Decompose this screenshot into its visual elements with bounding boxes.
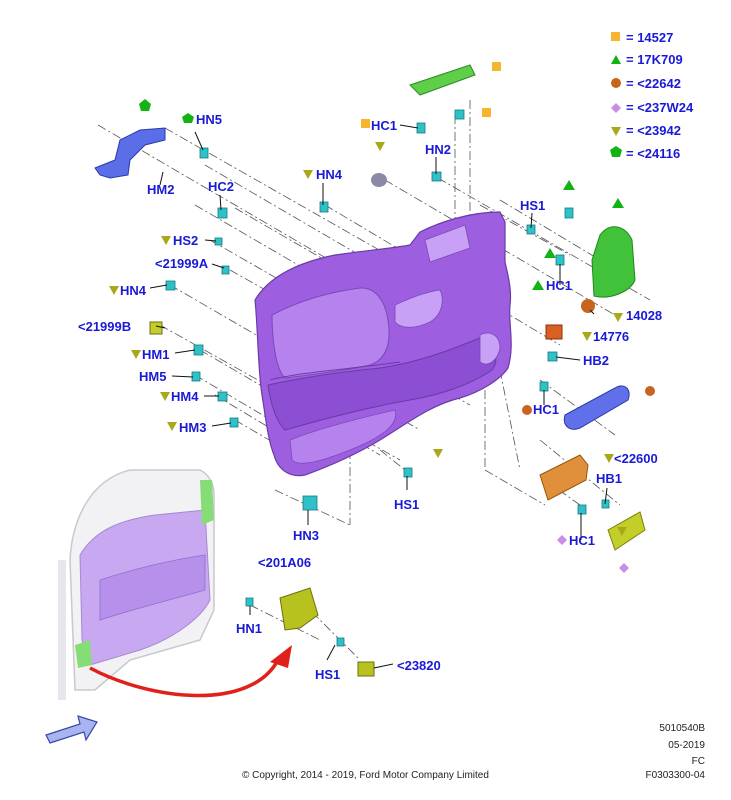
label-hm3: HM3 (179, 420, 206, 435)
drawing-code: 5010540B (659, 723, 705, 734)
label-hb2: HB2 (583, 353, 609, 368)
label-hc1-top: HC1 (371, 118, 397, 133)
diamond-icon (557, 535, 567, 545)
circle-icon (611, 78, 621, 88)
triangle-down-icon (375, 142, 385, 151)
triangle-down-icon (109, 286, 119, 295)
triangle-icon (544, 248, 556, 258)
triangle-down-icon (613, 313, 623, 322)
label-hb1: HB1 (596, 471, 622, 486)
triangle-down-icon (131, 350, 141, 359)
label-hn4-top: HN4 (316, 167, 343, 182)
leader-lines (149, 124, 608, 669)
triangle-down-icon (604, 454, 614, 463)
square-icon (482, 108, 491, 117)
label-201a06: <201A06 (258, 555, 311, 570)
label-21999b: <21999B (78, 319, 131, 334)
door-inset-view (58, 469, 215, 700)
pentagon-icon (182, 113, 194, 123)
triangle-icon (563, 180, 575, 190)
label-hc1-low: HC1 (533, 402, 559, 417)
label-hc2: HC2 (208, 179, 234, 194)
label-hn3: HN3 (293, 528, 319, 543)
drawing-fc: FC (691, 756, 705, 767)
part-labels: HN5 HM2 HC2 HN4 HC1 HN2 HS1 HS2 <21999A … (78, 112, 662, 682)
label-hn2: HN2 (425, 142, 451, 157)
label-hc1-mid: HC1 (546, 278, 572, 293)
symbol-markers (109, 62, 655, 573)
label-hc1-bot: HC1 (569, 533, 595, 548)
label-hm1: HM1 (142, 347, 169, 362)
pentagon-icon (139, 99, 151, 111)
label-14028: 14028 (626, 308, 662, 323)
triangle-down-icon (617, 527, 627, 536)
triangle-down-icon (161, 236, 171, 245)
legend-item-1: = 17K709 (626, 52, 683, 67)
legend-item-0: = 14527 (626, 30, 673, 45)
figure-code: F0303300-04 (645, 770, 706, 781)
triangle-down-icon (582, 332, 592, 341)
view-direction-arrow-icon (45, 715, 98, 744)
label-hn1: HN1 (236, 621, 262, 636)
triangle-down-icon (167, 422, 177, 431)
pentagon-icon (610, 146, 622, 157)
square-icon (361, 119, 370, 128)
label-hn4-left: HN4 (120, 283, 147, 298)
circle-icon (645, 386, 655, 396)
triangle-down-icon (303, 170, 313, 179)
legend-item-5: = <24116 (626, 146, 680, 161)
triangle-icon (532, 280, 544, 290)
label-hs1-bot: HS1 (315, 667, 340, 682)
label-hm5: HM5 (139, 369, 166, 384)
legend: = 14527 = 17K709 = <22642 = <237W24 = <2… (610, 30, 694, 161)
label-22600: <22600 (614, 451, 658, 466)
triangle-icon (611, 55, 621, 64)
triangle-icon (612, 198, 624, 208)
label-hn5: HN5 (196, 112, 222, 127)
red-pointer-arrow (89, 645, 292, 698)
circle-icon (522, 405, 532, 415)
parts (94, 64, 646, 677)
square-icon (611, 32, 620, 41)
label-hm4: HM4 (171, 389, 199, 404)
square-icon (492, 62, 501, 71)
diamond-icon (611, 103, 621, 113)
diamond-icon (619, 563, 629, 573)
label-21999a: <21999A (155, 256, 209, 271)
legend-item-2: = <22642 (626, 76, 681, 91)
copyright-text: © Copyright, 2014 - 2019, Ford Motor Com… (242, 770, 489, 781)
triangle-down-icon (433, 449, 443, 458)
triangle-down-icon (611, 127, 621, 136)
legend-item-3: = <237W24 (626, 100, 694, 115)
label-14776: 14776 (593, 329, 629, 344)
label-hs2: HS2 (173, 233, 198, 248)
label-hm2: HM2 (147, 182, 174, 197)
door-trim-panel (254, 211, 512, 477)
label-23820: <23820 (397, 658, 441, 673)
legend-item-4: = <23942 (626, 123, 681, 138)
label-hs1-mid: HS1 (394, 497, 419, 512)
drawing-date: 05-2019 (668, 740, 705, 751)
label-hs1-top: HS1 (520, 198, 545, 213)
triangle-down-icon (160, 392, 170, 401)
